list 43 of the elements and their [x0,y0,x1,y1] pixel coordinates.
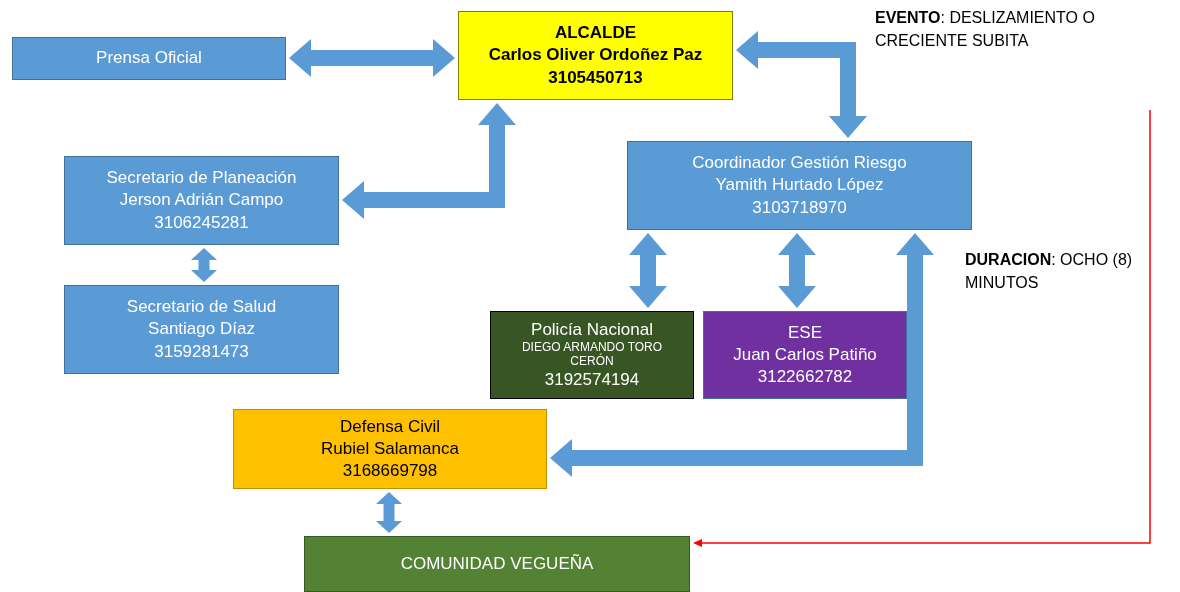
role-title: Defensa Civil [339,415,441,438]
person-box [64,285,339,374]
person-box [233,409,547,489]
contact-text: Carlos Oliver Ordoñez Paz [488,44,703,67]
block-arrow [191,248,217,282]
contact-text: 3168669798 [342,460,438,483]
contact-text: 3192574194 [544,368,640,391]
block-arrow [376,492,402,533]
role-title: Coordinador Gestión Riesgo [692,152,907,175]
block-arrow [629,233,667,308]
block-arrow [736,31,867,138]
contact-text: Santiago Díaz [148,318,255,341]
person-box [490,311,694,399]
role-title: ALCALDE [554,22,637,45]
contact-text: Prensa Oficial [96,47,202,70]
contact-text: 3106245281 [154,211,249,234]
person-box [627,141,972,230]
contact-text: 3159281473 [154,340,249,363]
person-box [12,37,286,80]
role-title: Secretario de Salud [126,296,277,319]
block-arrow [550,233,934,477]
contact-text: Juan Carlos Patiño [733,343,877,366]
block-arrow [342,103,516,219]
role-title: ESE [788,321,822,344]
contact-text: 3122662782 [757,366,853,389]
block-arrow [778,233,816,308]
person-box [304,536,690,592]
contact-text: DIEGO ARMANDO TORO CERÓN [520,341,664,369]
person-box [703,311,907,399]
contact-text: COMUNIDAD VEGUEÑA [400,552,594,575]
role-title: Secretario de Planeación [106,167,297,190]
connector-arrow [693,109,1151,547]
note-text: EVENTO: DESLIZAMIENTO O CRECIENTE SUBITA [875,8,1096,52]
block-arrow [289,39,455,77]
note-text: DURACION: OCHO (8) MINUTOS [965,250,1134,294]
person-box [458,11,733,100]
person-box [64,156,339,245]
contact-text: Rubiel Salamanca [321,437,459,460]
contact-text: Yamith Hurtado López [715,174,884,197]
contact-text: 3105450713 [548,66,643,89]
contact-text: Jerson Adrián Campo [119,189,284,212]
role-title: Policía Nacional [531,319,653,342]
contact-text: 3103718970 [752,196,847,219]
